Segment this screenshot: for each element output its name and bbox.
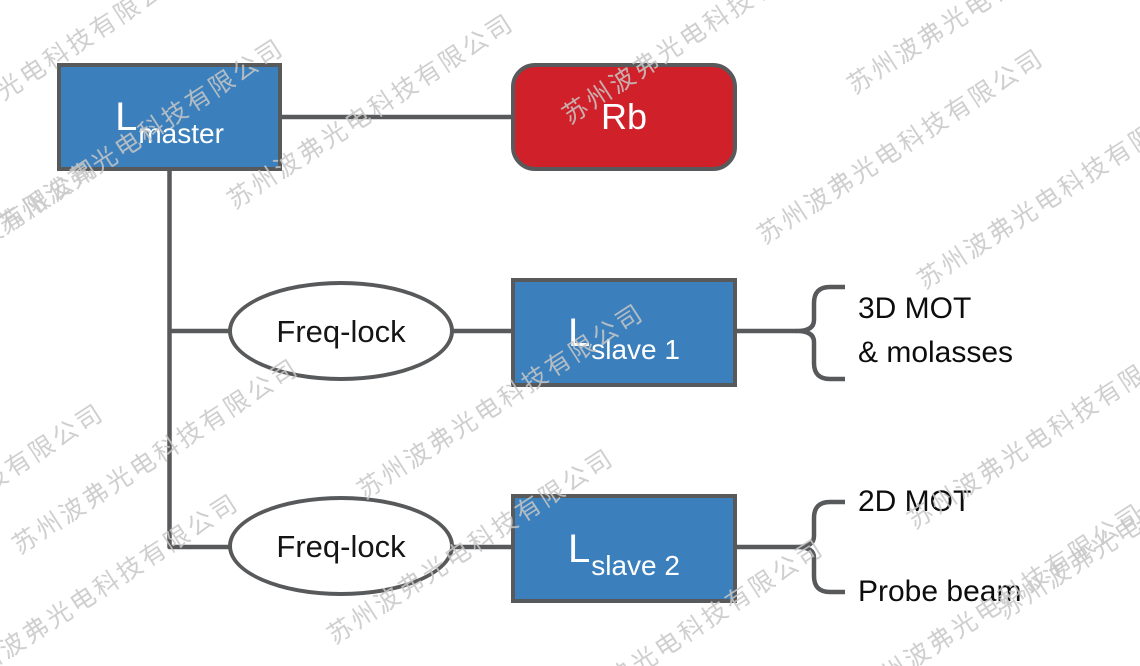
slave-laser-2-label: Lslave 2 bbox=[568, 526, 680, 580]
slave-laser-1-symbol: L bbox=[568, 310, 591, 355]
brace-slave1-outputs bbox=[794, 284, 845, 382]
slave-laser-2-symbol: L bbox=[568, 526, 591, 571]
master-laser-label: Lmaster bbox=[115, 95, 224, 148]
slave1-output-label: 3D MOT & molasses bbox=[858, 287, 1013, 375]
output-2d-mot: 2D MOT bbox=[858, 485, 972, 518]
node-master-laser: Lmaster bbox=[57, 63, 282, 171]
node-slave-laser-2: Lslave 2 bbox=[511, 494, 737, 603]
node-freq-lock-2: Freq-lock bbox=[228, 496, 454, 596]
output-probe-beam: Probe beam bbox=[858, 575, 1022, 608]
master-laser-subscript: master bbox=[138, 118, 224, 149]
slave-laser-1-subscript: slave 1 bbox=[591, 333, 680, 365]
node-freq-lock-1: Freq-lock bbox=[228, 281, 454, 381]
brace-slave2-outputs bbox=[794, 499, 845, 595]
slave-laser-2-subscript: slave 2 bbox=[591, 549, 680, 581]
master-laser-symbol: L bbox=[115, 95, 138, 139]
freq-lock-2-label: Freq-lock bbox=[276, 528, 406, 564]
output-3d-mot: 3D MOT bbox=[858, 292, 972, 325]
node-slave-laser-1: Lslave 1 bbox=[511, 278, 737, 387]
rb-cell-label: Rb bbox=[600, 96, 648, 137]
line-master-trunk bbox=[167, 170, 230, 550]
slave-laser-1-label: Lslave 1 bbox=[568, 310, 680, 364]
freq-lock-1-label: Freq-lock bbox=[276, 313, 406, 349]
output-molasses: & molasses bbox=[858, 336, 1014, 369]
node-rb-cell: Rb bbox=[511, 63, 737, 171]
